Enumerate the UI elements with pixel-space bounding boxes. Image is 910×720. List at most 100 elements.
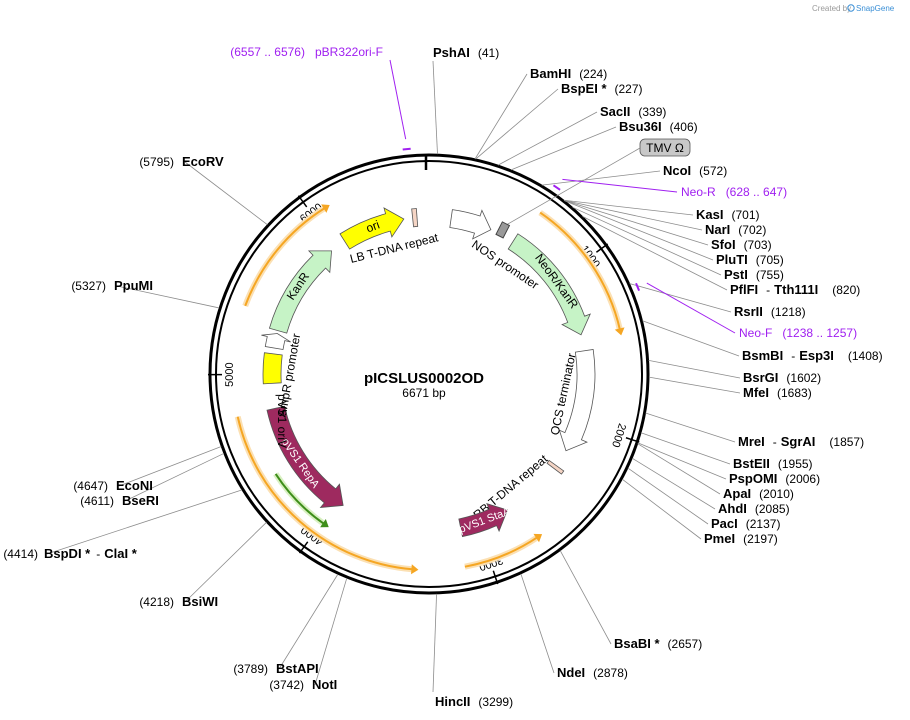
site-pos-psti: (755): [756, 268, 784, 282]
green-orf-arc-head: [320, 519, 329, 528]
feature-shape-pvs1-oriv: [262, 352, 283, 385]
site-ncoi[interactable]: NcoI(572): [541, 163, 727, 186]
orf-arc-1: [539, 211, 622, 331]
site-name-pshai: PshAI: [433, 45, 470, 60]
site-pos-pspomi: (2006): [785, 472, 820, 486]
site-pos-pmei: (2197): [743, 532, 778, 546]
site-leader-bamhi: [474, 73, 528, 160]
tmv-omega-label: TMV Ω: [646, 141, 684, 155]
site-pflfi[interactable]: PflFI-Tth111I(820): [582, 216, 861, 297]
site-noti[interactable]: NotI(3742): [269, 577, 348, 692]
site-name-bsabi: BsaBI *: [614, 636, 660, 651]
site-leader-ppumi: [116, 285, 220, 309]
feature-ocs-terminator[interactable]: OCS terminator: [548, 348, 596, 452]
site-pos-ppumi: (5327): [71, 279, 106, 293]
site-leader-sacii: [497, 111, 598, 166]
site-name-bstapi: BstAPI: [276, 661, 319, 676]
site-nari[interactable]: NarI(702): [564, 199, 766, 237]
site-bspdi[interactable]: ClaI *BspDI *-(4414): [3, 489, 243, 561]
primer-neo-r[interactable]: Neo-R(628 .. 647): [552, 178, 787, 199]
site-name-pflfi: PflFI: [730, 282, 758, 297]
site-bsu36i[interactable]: Bsu36I(406): [510, 119, 698, 171]
primer-pbr322ori-f[interactable]: pBR322ori-F(6557 .. 6576): [230, 45, 411, 151]
site-name2-tth111i: Tth111I: [774, 282, 818, 297]
site-dash: -: [773, 435, 777, 449]
orf-arc-0-head: [321, 204, 330, 213]
site-name-noti: NotI: [312, 677, 337, 692]
site-bsabi[interactable]: BsaBI *(2657): [559, 550, 702, 651]
site-pos-bspdi: (4414): [3, 547, 38, 561]
site-name-bspei: BspEI *: [561, 81, 607, 96]
site-pos-bstapi: (3789): [233, 662, 268, 676]
tick-label-5000: 5000: [224, 362, 236, 387]
site-rsrii[interactable]: RsrII(1218): [629, 283, 806, 319]
site-bsmbi[interactable]: BsmBI-Esp3I(1408): [642, 320, 883, 363]
primer-neo-f[interactable]: Neo-F(1238 .. 1257): [635, 282, 857, 340]
site-hincii[interactable]: HincII(3299): [432, 593, 513, 709]
site-ppumi[interactable]: PpuMI(5327): [71, 278, 220, 309]
green-orf-arc: [274, 473, 326, 526]
site-pmei[interactable]: PmeI(2197): [621, 478, 778, 546]
tmv-omega-box: [639, 138, 691, 157]
site-leader-apai: [637, 443, 721, 495]
site-ndei[interactable]: NdeI (2878): [520, 573, 628, 680]
site-mfei[interactable]: MfeI(1683): [648, 376, 812, 400]
site-pos-ndei: (2878): [593, 666, 628, 680]
primer-leader-neo-r: [562, 178, 678, 193]
site-bsrgi[interactable]: BsrGI(1602): [648, 359, 822, 385]
site-bseri[interactable]: BseRI(4611): [80, 453, 225, 508]
site-pspomi[interactable]: PspOMI(2006): [637, 442, 820, 486]
site-pluti[interactable]: PluTI(705): [564, 200, 784, 267]
site-name-bsmbi: BsmBI: [742, 348, 783, 363]
site-pos-sacii: (339): [638, 105, 666, 119]
feature-ori[interactable]: ori: [339, 207, 405, 250]
plasmid-size: 6671 bp: [402, 386, 446, 400]
site-leader-bsabi: [559, 550, 612, 645]
site-bsiwi[interactable]: BsiWI(4218): [139, 521, 267, 609]
site-name-ncoi: NcoI: [663, 163, 691, 178]
site-sacii[interactable]: SacII(339): [497, 104, 666, 166]
site-bamhi[interactable]: BamHI(224): [474, 66, 607, 160]
site-leader-paci: [627, 467, 709, 525]
site-econi[interactable]: EcoNI(4647): [73, 446, 222, 493]
site-name-ecorv: EcoRV: [182, 154, 224, 169]
site-name-ndei: NdeI: [557, 665, 585, 680]
site-pshai[interactable]: PshAI (41): [432, 45, 499, 155]
site-name2-esp3i: Esp3I: [799, 348, 834, 363]
tick-4000: [298, 541, 309, 554]
site-bspei[interactable]: BspEI *(227): [475, 81, 643, 160]
feature-shape-lb-t-dna-repeat: [411, 208, 419, 228]
site-pos-pshai: (41): [478, 46, 499, 60]
orf-arc-0: [244, 206, 326, 307]
site-bstapi[interactable]: BstAPI (3789): [233, 574, 339, 676]
site-psti[interactable]: PstI(755): [572, 206, 784, 282]
feature-shape-nos-promoter: [449, 209, 492, 240]
feature-tmv[interactable]: TMV Ω: [495, 138, 691, 239]
site-sfoi[interactable]: SfoI(703): [564, 200, 772, 252]
site-pos-mrei: (1857): [829, 435, 864, 449]
tick-label-2000: 2000: [609, 422, 628, 449]
site-leader-ncoi: [541, 170, 661, 186]
site-mrei[interactable]: MreI-SgrAI(1857): [645, 412, 865, 449]
site-pos-bseri: (4611): [80, 494, 114, 508]
site-name-bsiwi: BsiWI: [182, 594, 218, 609]
site-kasi[interactable]: KasI(701): [563, 199, 760, 222]
site-pos-paci: (2137): [746, 517, 781, 531]
site-paci[interactable]: PacI(2137): [627, 467, 781, 531]
feature-pvs1-oriv[interactable]: pVS1 oriV: [262, 352, 289, 448]
feature-kanr[interactable]: KanR: [268, 250, 332, 334]
site-pos-mfei: (1683): [777, 386, 812, 400]
site-pos-sfoi: (703): [744, 238, 772, 252]
feature-label-ori: ori: [364, 218, 381, 236]
site-bsteii[interactable]: BstEII(1955): [640, 432, 813, 471]
primer-leader-neo-f: [646, 282, 736, 334]
site-leader-econi: [118, 446, 222, 487]
site-leader-noti: [314, 577, 348, 686]
site-ahdi[interactable]: AhdI(2085): [632, 457, 790, 516]
site-ecorv[interactable]: EcoRV(5795): [139, 154, 268, 226]
site-apai[interactable]: ApaI(2010): [637, 443, 794, 501]
primer-range-neo-f: (1238 .. 1257): [782, 326, 857, 340]
site-name2-clai: ClaI *: [104, 546, 137, 561]
